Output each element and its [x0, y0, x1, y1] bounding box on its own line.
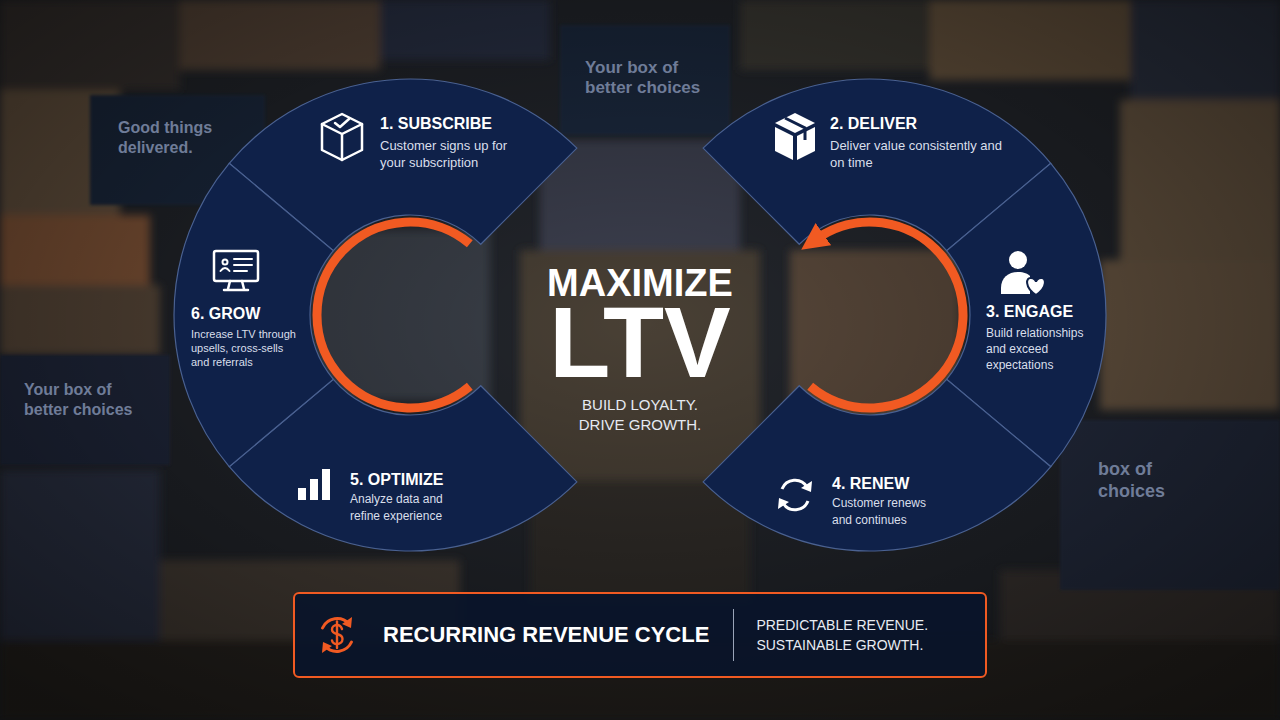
- person-heart-icon: [1027, 278, 1045, 295]
- person-heart-icon: [1001, 272, 1030, 294]
- monitor-icon: [214, 251, 258, 281]
- cycle-arrow: [810, 222, 963, 408]
- revenue-cycle-icon: [342, 617, 352, 628]
- step-description: Customer signs up for your subscription: [380, 137, 530, 171]
- text-slot: Analyze data and refine experience: [350, 491, 470, 525]
- center-metric: LTV: [440, 292, 840, 392]
- box-icon: [335, 119, 349, 127]
- label-slot: box of choices: [1098, 458, 1178, 502]
- box-icon: [341, 134, 344, 160]
- text-slot: 5. OPTIMIZE: [350, 470, 500, 490]
- text-slot: Deliver value consistently and on time: [830, 137, 1010, 171]
- person-heart-icon: [1009, 251, 1027, 269]
- banner-title-block: RECURRING REVENUE CYCLE: [383, 621, 709, 649]
- watermark-text: Your box of better choices: [24, 380, 144, 420]
- bar-chart-icon: [322, 469, 330, 500]
- cycle-segment: 4. RENEWCustomer renews and continues: [701, 377, 1053, 553]
- step-heading: 5. OPTIMIZE: [350, 470, 500, 490]
- revenue-cycle-icon: [322, 642, 332, 653]
- center-tagline: BUILD LOYALTY. DRIVE GROWTH.: [560, 395, 720, 435]
- revenue-cycle-icon: [332, 625, 343, 644]
- step-description: Build relationships and exceed expectati…: [986, 325, 1096, 373]
- text-slot: Customer renews and continues: [832, 495, 942, 529]
- label-slot: LTV: [440, 292, 840, 392]
- cycle-segment: 6. GROW Increase LTV through upsells, cro…: [172, 161, 336, 469]
- revenue-cycle-icon: [323, 619, 350, 628]
- text-slot: Customer signs up for your subscription: [380, 137, 530, 171]
- step-heading: 4. RENEW: [832, 474, 982, 494]
- text-slot: 1. SUBSCRIBE: [380, 114, 555, 134]
- package-icon: [775, 113, 815, 160]
- text-slot: Increase LTV through upsells, cross-sell…: [191, 327, 303, 369]
- bar-chart-icon: [298, 469, 330, 500]
- revenue-cycle-icon: [325, 642, 352, 651]
- segment-shape: [703, 379, 1051, 551]
- watermark-text: Good things delivered.: [118, 118, 228, 158]
- banner-title: RECURRING REVENUE CYCLE: [383, 621, 709, 649]
- box-icon: [322, 124, 362, 134]
- summary-banner: RECURRING REVENUE CYCLE PREDICTABLE REVEN…: [293, 592, 987, 678]
- bar-chart-icon: [298, 488, 306, 500]
- monitor-icon: [221, 268, 230, 271]
- step-description: Increase LTV through upsells, cross-sell…: [191, 327, 303, 369]
- text-slot: 6. GROW: [191, 304, 301, 324]
- monitor-icon: [214, 251, 258, 290]
- cycle-arc: [317, 222, 470, 408]
- step-heading: 1. SUBSCRIBE: [380, 114, 555, 134]
- monitor-icon: [223, 260, 228, 265]
- monitor-icon: [224, 281, 248, 290]
- step-description: Deliver value consistently and on time: [830, 137, 1010, 171]
- package-icon: [797, 127, 815, 160]
- renew-icon: [782, 480, 807, 489]
- step-heading: 2. DELIVER: [830, 114, 1005, 134]
- box-icon: [322, 114, 362, 160]
- text-slot: 4. RENEW: [832, 474, 982, 494]
- tagline-block: PREDICTABLE REVENUE. SUSTAINABLE GROWTH.: [733, 609, 948, 661]
- text-slot: Build relationships and exceed expectati…: [986, 325, 1096, 373]
- step-description: Analyze data and refine experience: [350, 491, 470, 525]
- renew-icon: [778, 498, 789, 509]
- revenue-cycle-icon: [336, 622, 338, 649]
- renew-icon: [783, 501, 808, 510]
- watermark-text: Your box of better choices: [585, 58, 710, 98]
- label-slot: BUILD LOYALTY. DRIVE GROWTH.: [560, 395, 720, 435]
- package-icon: [775, 113, 815, 133]
- package-icon: [775, 127, 793, 160]
- label-slot: Your box of better choices: [585, 58, 710, 98]
- package-icon: [785, 118, 805, 140]
- label-slot: Your box of better choices: [24, 380, 144, 420]
- banner-tagline: PREDICTABLE REVENUE. SUSTAINABLE GROWTH.: [756, 615, 948, 655]
- step-heading: 6. GROW: [191, 304, 301, 324]
- renew-icon: [778, 480, 812, 510]
- step-description: Customer renews and continues: [832, 495, 942, 529]
- label-slot: Good things delivered.: [118, 118, 228, 158]
- renew-icon: [801, 481, 812, 492]
- watermark-text: box of choices: [1098, 458, 1178, 502]
- monitor-icon: [234, 259, 252, 271]
- text-slot: 2. DELIVER: [830, 114, 1005, 134]
- step-heading: 3. ENGAGE: [986, 302, 1096, 322]
- revenue-cycle-icon: [322, 617, 352, 653]
- text-slot: 3. ENGAGE: [986, 302, 1096, 322]
- box-icon: [322, 114, 362, 160]
- segment-shape: [174, 163, 333, 466]
- person-heart-icon: [1001, 251, 1045, 295]
- bar-chart-icon: [310, 479, 318, 500]
